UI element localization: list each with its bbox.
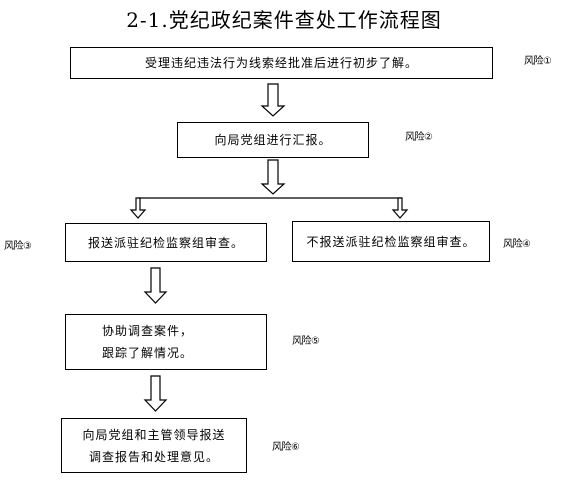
risk-label-2: 风险② bbox=[405, 132, 433, 143]
arrow-to-step4 bbox=[391, 197, 409, 219]
flowchart-title: 2-1.党纪政纪案件查处工作流程图 bbox=[126, 8, 442, 32]
arrow-step3-to-step5 bbox=[143, 267, 168, 304]
step-box-receive-clue: 受理违纪违法行为线索经批准后进行初步了解。 bbox=[70, 47, 493, 79]
step-box-submit-review: 报送派驻纪检监察组审查。 bbox=[65, 223, 267, 262]
risk-label-4: 风险④ bbox=[503, 239, 531, 250]
risk-label-3: 风险③ bbox=[4, 241, 32, 252]
step-box-not-submit-review: 不报送派驻纪检监察组审查。 bbox=[292, 221, 490, 262]
risk-label-5: 风险⑤ bbox=[292, 336, 320, 347]
step-text: 报送派驻纪检监察组审查。 bbox=[87, 235, 244, 250]
step-text: 协助调查案件， 跟踪了解情况。 bbox=[102, 324, 194, 360]
arrow-step1-to-step2 bbox=[260, 83, 286, 117]
step-text: 向局党组和主管领导报送 调查报告和处理意见。 bbox=[82, 427, 226, 464]
arrow-step5-to-step6 bbox=[143, 375, 168, 412]
arrow-to-step3 bbox=[129, 197, 147, 219]
step-text: 受理违纪违法行为线索经批准后进行初步了解。 bbox=[144, 56, 418, 70]
step-box-assist-investigation: 协助调查案件， 跟踪了解情况。 bbox=[65, 314, 267, 370]
step-box-report-findings: 向局党组和主管领导报送 调查报告和处理意见。 bbox=[61, 418, 247, 473]
arrow-step2-down bbox=[260, 159, 286, 195]
risk-label-6: 风险⑥ bbox=[272, 442, 300, 453]
risk-label-1: 风险① bbox=[524, 56, 552, 67]
step-text: 不报送派驻纪检监察组审查。 bbox=[306, 234, 476, 249]
step-text: 向局党组进行汇报。 bbox=[214, 133, 332, 147]
step-box-report-party-group: 向局党组进行汇报。 bbox=[177, 122, 369, 158]
